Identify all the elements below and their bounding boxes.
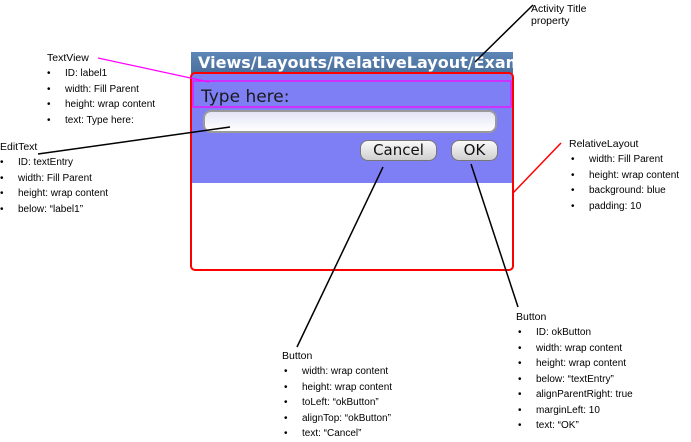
type-here-label: Type here: [201, 87, 290, 107]
edittext-leader [37, 126, 231, 155]
textview-properties: ID: label1 width: Fill Parent height: wr… [39, 66, 155, 128]
property-item: height: wrap content [0, 186, 108, 202]
property-item: height: wrap content [39, 97, 155, 113]
textview-note: TextView ID: label1 width: Fill Parent h… [47, 52, 155, 128]
property-item: alignTop: “okButton” [276, 411, 392, 427]
property-item: text: “OK” [510, 418, 633, 434]
property-item: marginLeft: 10 [510, 403, 633, 419]
property-item: ID: textEntry [0, 155, 108, 171]
ok-button-note: Button ID: okButton width: wrap content … [516, 311, 633, 434]
text-entry-field[interactable] [203, 110, 497, 133]
ok-button-properties: ID: okButton width: wrap content height:… [510, 325, 633, 434]
cancel-button-note: Button width: wrap content height: wrap … [282, 350, 392, 442]
property-item: ID: okButton [510, 325, 633, 341]
property-item: width: Fill Parent [563, 152, 679, 168]
relativelayout-properties: width: Fill Parent height: wrap content … [563, 152, 679, 214]
edittext-properties: ID: textEntry width: Fill Parent height:… [0, 155, 108, 217]
relativelayout-note: RelativeLayout width: Fill Parent height… [569, 138, 679, 214]
property-item: width: Fill Parent [39, 82, 155, 98]
relative-layout-outline [190, 72, 514, 271]
property-item: text: “Cancel” [276, 426, 392, 442]
property-item: toLeft: “okButton” [276, 395, 392, 411]
activity-title-leader [474, 4, 534, 63]
ok-button-note-title: Button [516, 311, 547, 323]
property-item: width: wrap content [510, 341, 633, 357]
property-item: text: Type here: [39, 113, 155, 129]
cancel-button-leader [296, 166, 384, 348]
property-item: below: “textEntry” [510, 372, 633, 388]
textview-note-title: TextView [47, 52, 89, 64]
ok-button-leader [470, 163, 519, 308]
property-item: height: wrap content [276, 380, 392, 396]
cancel-button-note-title: Button [282, 350, 313, 362]
cancel-button-properties: width: wrap content height: wrap content… [276, 364, 392, 442]
property-item: below: “label1” [0, 202, 108, 218]
property-item: height: wrap content [563, 168, 679, 184]
property-item: height: wrap content [510, 356, 633, 372]
property-item: background: blue [563, 183, 679, 199]
property-item: width: wrap content [276, 364, 392, 380]
relativelayout-leader [512, 142, 562, 194]
relativelayout-note-title: RelativeLayout [569, 138, 639, 150]
activity-title-note: Activity Title property [531, 3, 586, 27]
activity-title-line2: property [531, 15, 570, 27]
activity-title-bar: Views/Layouts/RelativeLayout/Example [191, 52, 513, 73]
property-item: ID: label1 [39, 66, 155, 82]
property-item: width: Fill Parent [0, 171, 108, 187]
textview-highlight [192, 80, 512, 108]
property-item: alignParentRight: true [510, 387, 633, 403]
property-item: padding: 10 [563, 199, 679, 215]
activity-title-line1: Activity Title [531, 3, 587, 15]
edittext-note: EditText ID: textEntry width: Fill Paren… [0, 141, 108, 217]
cancel-button[interactable]: Cancel [360, 140, 437, 161]
edittext-note-title: EditText [0, 141, 38, 153]
ok-button[interactable]: OK [451, 140, 498, 161]
